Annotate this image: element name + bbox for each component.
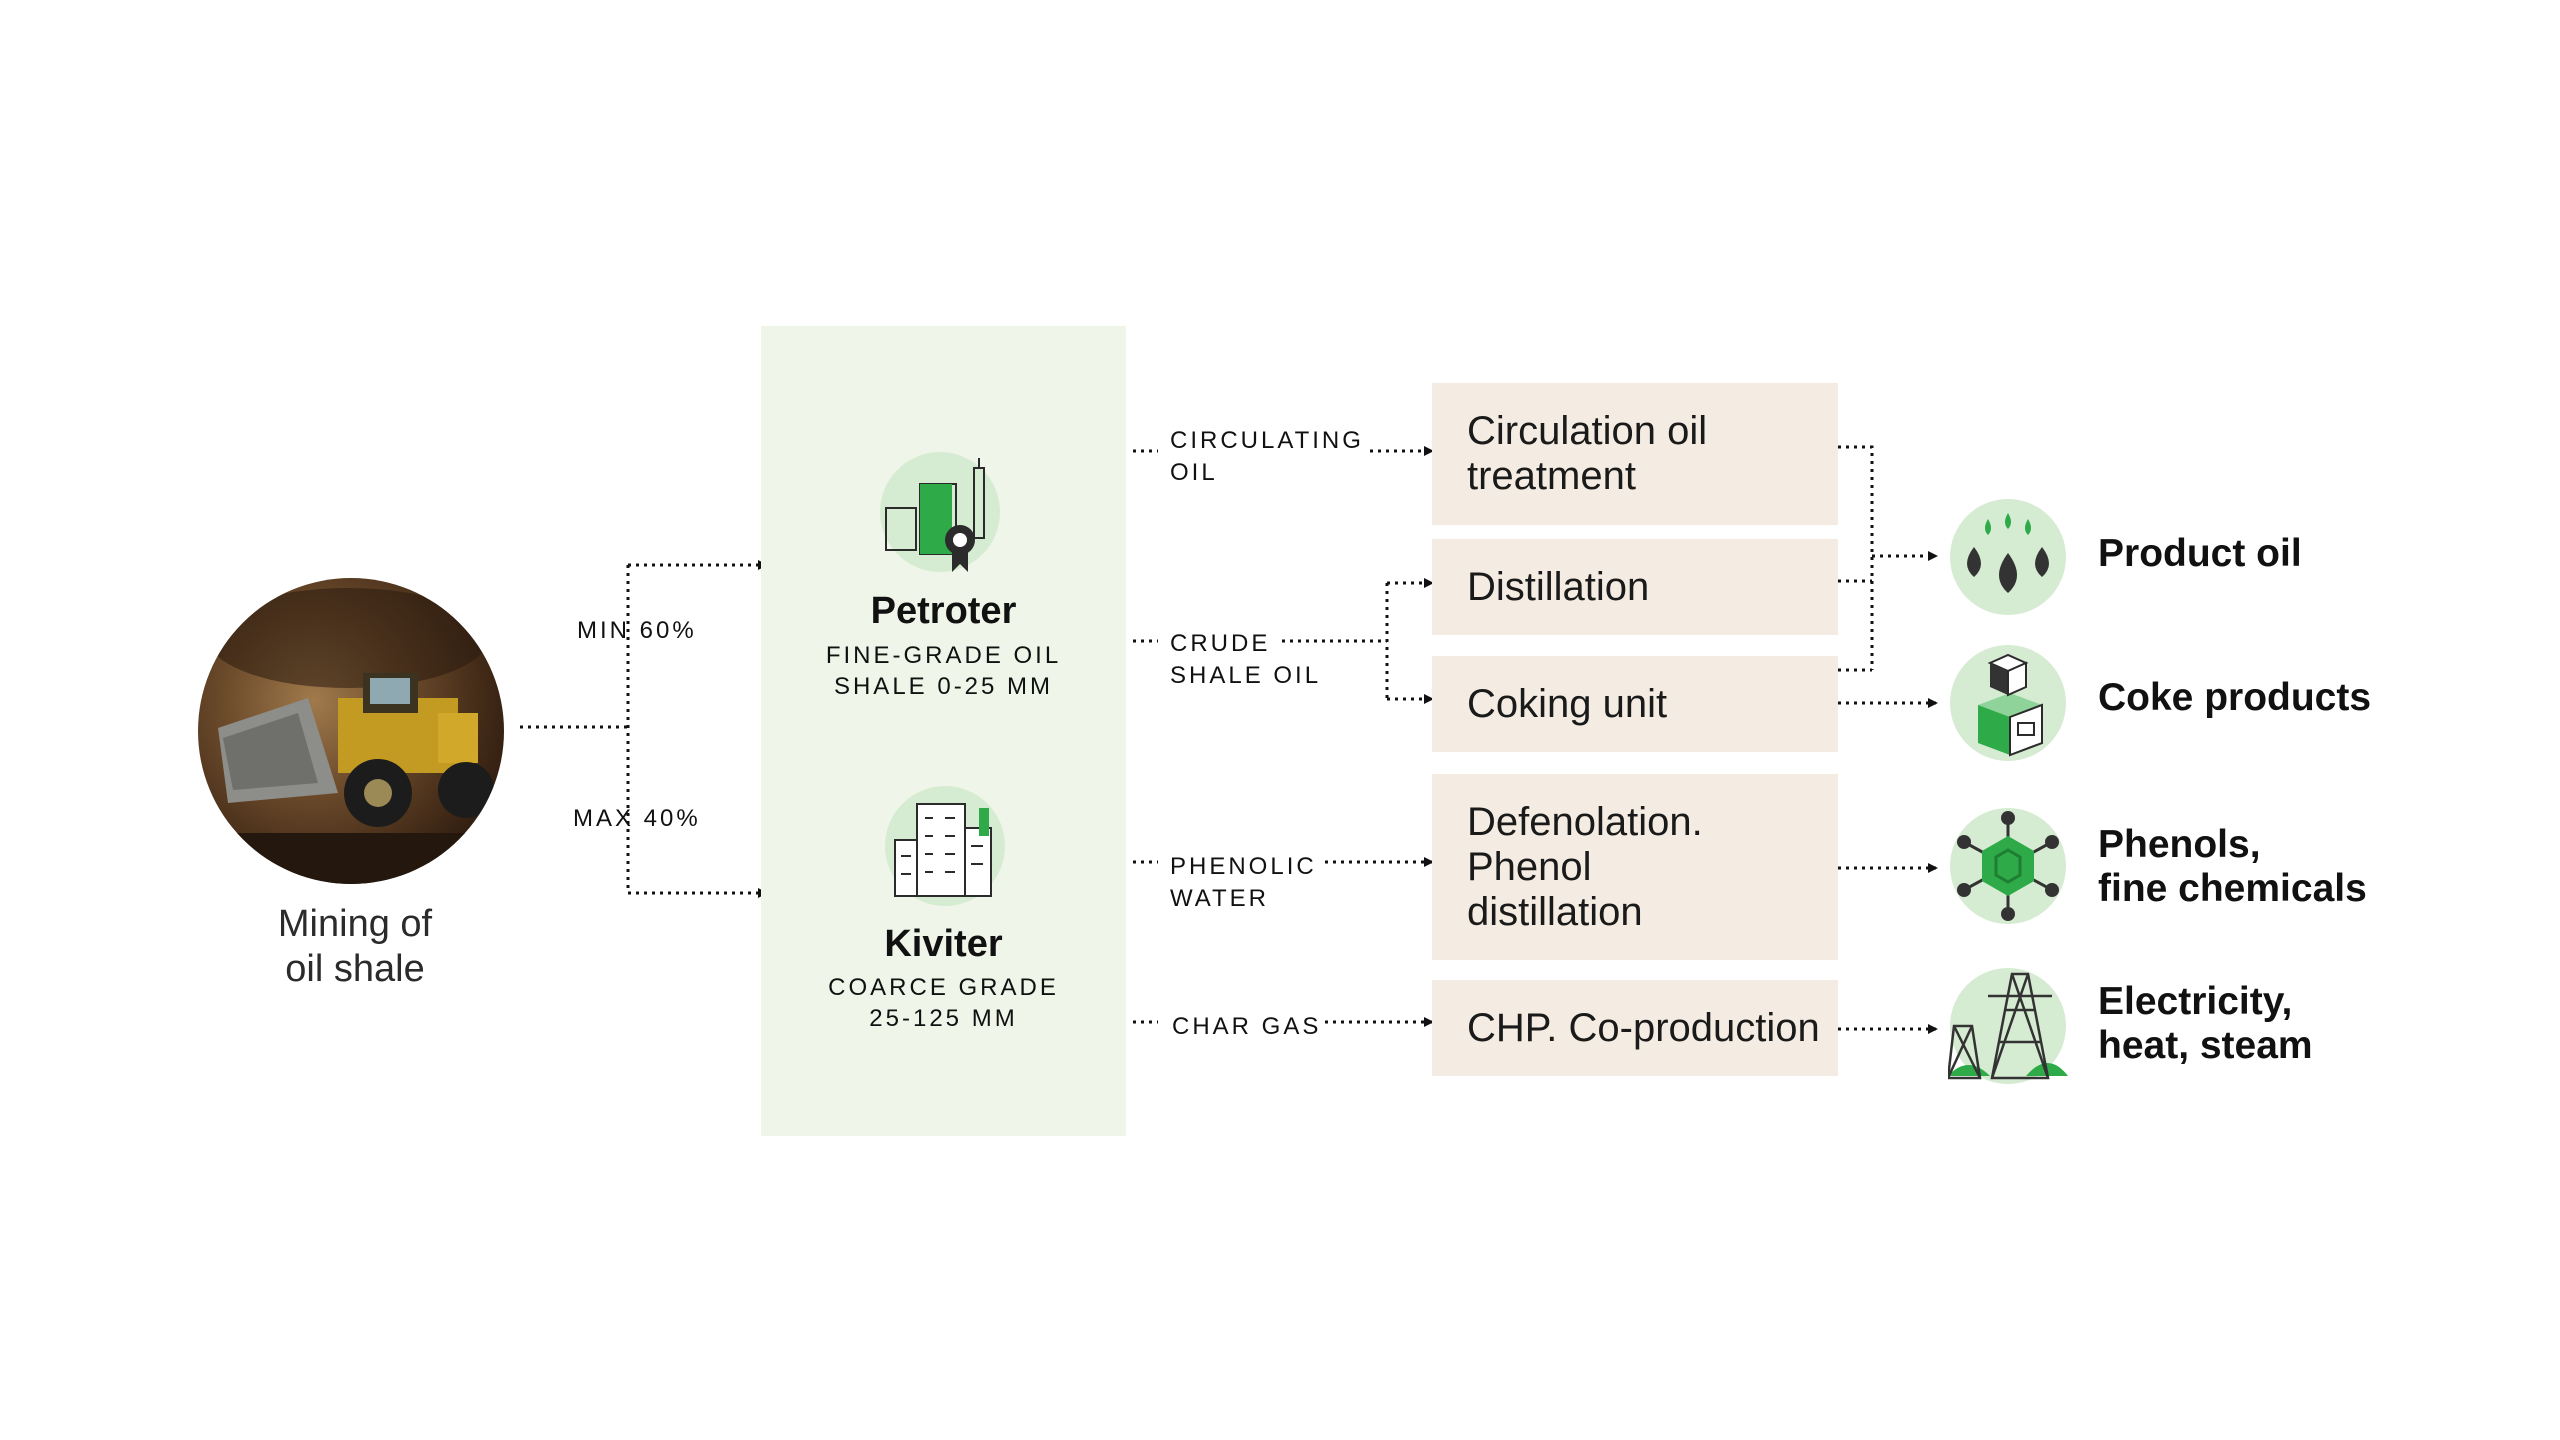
plant-subtitle-petroter: FINE-GRADE OIL SHALE 0-25 MM xyxy=(825,642,1062,700)
factory-certified-icon xyxy=(880,452,1000,572)
stream-label-char-gas: CHAR GAS xyxy=(1172,1013,1322,1040)
process-defenolation: Defenolation. Phenol distillation xyxy=(1432,774,1838,960)
oil-shale-mining-photo xyxy=(198,578,504,884)
split-label-top: MIN 60% xyxy=(577,617,697,644)
oil-drops-icon xyxy=(1950,499,2066,615)
product-label-phenols: Phenols, fine chemicals xyxy=(2098,823,2367,910)
stream-label-phenolic-water: PHENOLIC WATER xyxy=(1170,853,1317,912)
split-label-bottom: MAX 40% xyxy=(573,805,701,832)
loader-truck-icon xyxy=(198,588,504,884)
process-label: Circulation oil treatment xyxy=(1467,409,1708,498)
process-label: Defenolation. Phenol distillation xyxy=(1467,799,1703,934)
product-label-electricity: Electricity, heat, steam xyxy=(2098,980,2313,1067)
power-pylon-icon xyxy=(1948,968,2068,1084)
plant-name-kiviter: Kiviter xyxy=(884,923,1003,965)
plant-name-petroter: Petroter xyxy=(870,590,1017,632)
molecule-icon xyxy=(1950,808,2066,924)
process-circulation-oil-treatment: Circulation oil treatment xyxy=(1432,383,1838,525)
source-caption: Mining of oil shale xyxy=(277,903,433,990)
connector-circ-out xyxy=(1838,445,1874,670)
process-label: Distillation xyxy=(1467,564,1650,609)
product-label-oil: Product oil xyxy=(2098,532,2302,575)
buildings-icon xyxy=(885,786,1005,906)
product-label-coke: Coke products xyxy=(2098,676,2372,719)
process-label: CHP. Co-production xyxy=(1467,1005,1820,1050)
plant-subtitle-kiviter: COARCE GRADE 25-125 MM xyxy=(828,974,1059,1032)
process-distillation: Distillation xyxy=(1432,539,1838,635)
stream-label-crude-shale-oil: CRUDE SHALE OIL xyxy=(1170,630,1322,689)
stream-label-circulating-oil: CIRCULATING OIL xyxy=(1170,427,1364,486)
boxes-icon xyxy=(1950,645,2066,761)
process-coking-unit: Coking unit xyxy=(1432,656,1838,752)
process-label: Coking unit xyxy=(1467,681,1668,726)
process-chp-co-production: CHP. Co-production xyxy=(1432,980,1838,1076)
